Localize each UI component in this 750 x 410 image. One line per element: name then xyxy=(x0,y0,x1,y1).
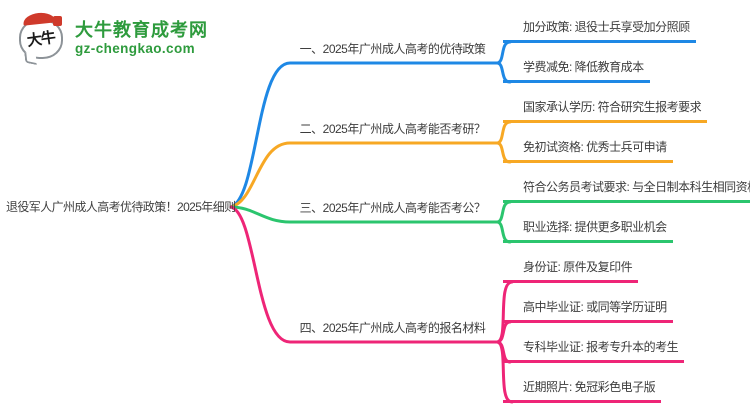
logo-mark-text: 大牛 xyxy=(25,28,57,50)
leaf-highschool-diploma: 高中毕业证: 或同等学历证明 xyxy=(503,298,673,323)
leaf-state-recognized: 国家承认学历: 符合研究生报考要求 xyxy=(503,98,708,123)
leaf-exam-exemption: 免初试资格: 优秀士兵可申请 xyxy=(503,138,673,163)
leaf-civil-service-req: 符合公务员考试要求: 与全日制本科生相同资格 xyxy=(503,178,750,203)
branch-4-curve xyxy=(229,205,499,344)
branch-3-label: 三、2025年广州成人高考能否考公？ xyxy=(299,201,486,215)
leaf-bonus-policy: 加分政策: 退役士兵享受加分照顾 xyxy=(503,18,696,43)
logo-red-seal-icon xyxy=(53,16,62,26)
leaf-tuition-reduction: 学费减免: 降低教育成本 xyxy=(503,58,650,83)
branch-1-curve xyxy=(229,61,499,209)
site-logo: 大牛 大牛教育成考网 gz-chengkao.com xyxy=(17,11,208,66)
mindmap-root-title: 退役军人广州成人高考优待政策！2025年细则 xyxy=(6,200,236,214)
logo-mark: 大牛 xyxy=(17,11,69,66)
leaf-id-card: 身份证: 原件及复印件 xyxy=(503,258,639,283)
leaf-recent-photo: 近期照片: 免冠彩色电子版 xyxy=(503,378,662,403)
logo-domain: gz-chengkao.com xyxy=(75,41,196,56)
logo-text: 大牛教育成考网 gz-chengkao.com xyxy=(75,13,208,57)
branch-2-label: 二、2025年广州成人高考能否考研？ xyxy=(299,122,486,136)
branch-3-curve xyxy=(229,205,499,224)
branch-4-label: 四、2025年广州成人高考的报名材料 xyxy=(299,321,486,335)
branch-1-label: 一、2025年广州成人高考的优待政策 xyxy=(299,42,486,56)
branch-2-curve xyxy=(229,141,499,209)
logo-brand-name: 大牛教育成考网 xyxy=(75,20,208,40)
leaf-college-diploma: 专科毕业证: 报考专升本的考生 xyxy=(503,338,685,363)
leaf-career-choice: 职业选择: 提供更多职业机会 xyxy=(503,218,673,243)
